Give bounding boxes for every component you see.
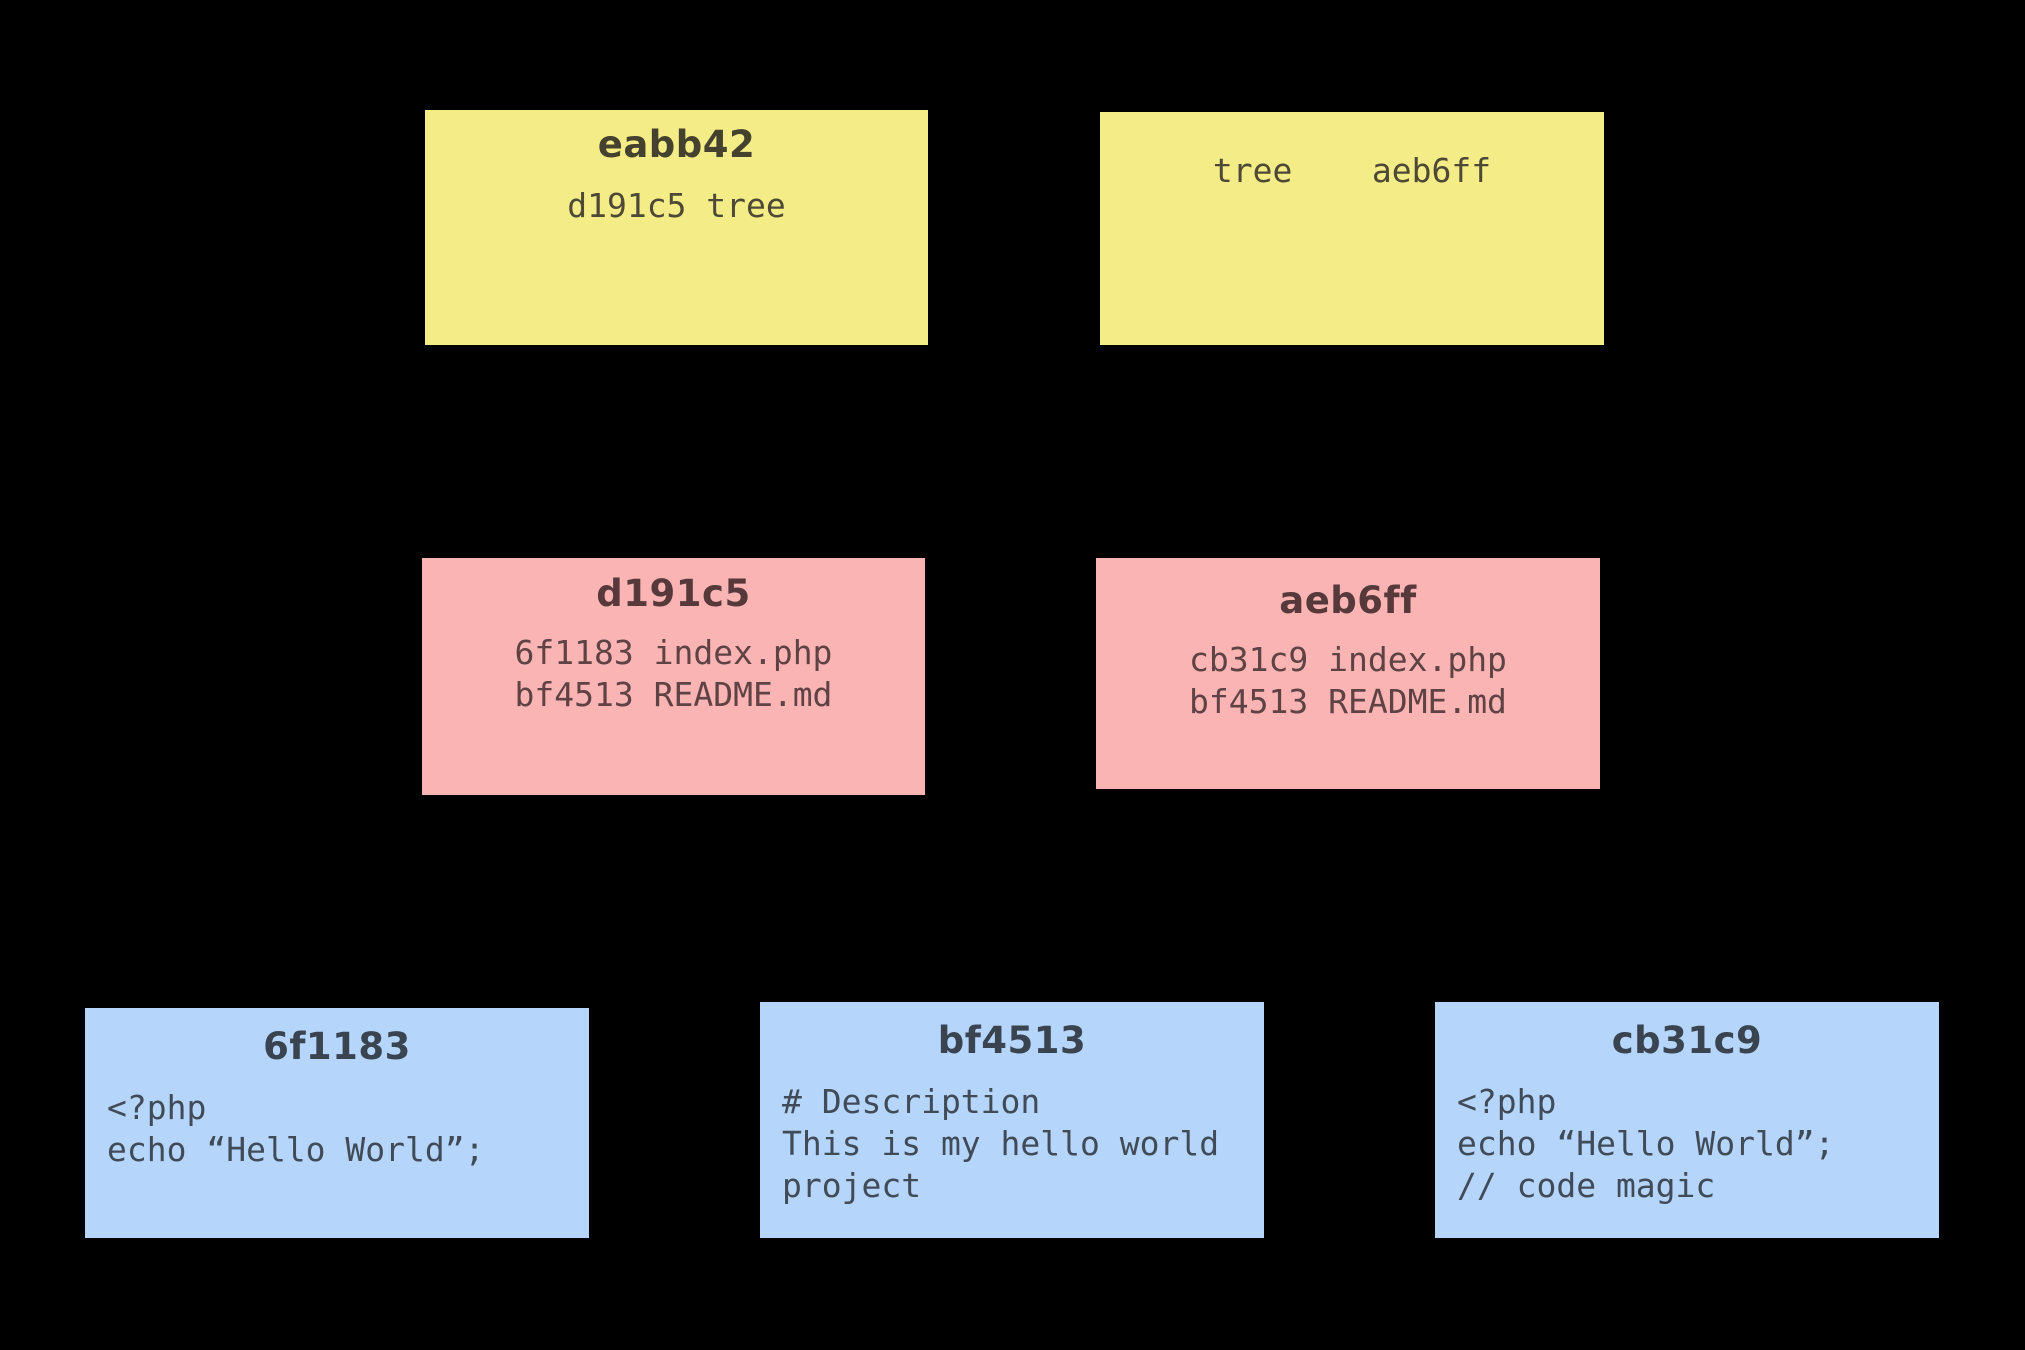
commit-node-eabb42-body: d191c5 tree: [567, 186, 786, 225]
tree-node-d191c5-title: d191c5: [596, 572, 751, 615]
blob-node-bf4513[interactable]: bf4513 # Description This is my hello wo…: [760, 1002, 1264, 1238]
tree-node-aeb6ff-body: cb31c9 index.php bf4513 README.md: [1189, 640, 1507, 721]
blob-node-6f1183-body: <?php echo “Hello World”;: [107, 1088, 485, 1169]
commit-node-eabb42-title: eabb42: [597, 123, 756, 166]
commit-node-eabb42[interactable]: eabb42 d191c5 tree: [425, 110, 928, 345]
tree-node-aeb6ff[interactable]: aeb6ff cb31c9 index.php bf4513 README.md: [1096, 558, 1600, 789]
blob-node-6f1183[interactable]: 6f1183 <?php echo “Hello World”;: [85, 1008, 589, 1238]
commit-node-aeb6ff[interactable]: tree aeb6ff: [1100, 112, 1604, 345]
tree-node-d191c5-body: 6f1183 index.php bf4513 README.md: [514, 633, 833, 714]
blob-node-cb31c9[interactable]: cb31c9 <?php echo “Hello World”; // code…: [1435, 1002, 1939, 1238]
blob-node-bf4513-title: bf4513: [937, 1019, 1087, 1062]
blob-node-cb31c9-title: cb31c9: [1611, 1019, 1763, 1062]
blob-node-6f1183-title: 6f1183: [263, 1025, 411, 1068]
commit-node-aeb6ff-body: tree aeb6ff: [1212, 151, 1492, 190]
tree-node-d191c5[interactable]: d191c5 6f1183 index.php bf4513 README.md: [422, 558, 925, 795]
tree-node-aeb6ff-title: aeb6ff: [1279, 579, 1417, 622]
blob-node-cb31c9-body: <?php echo “Hello World”; // code magic: [1457, 1082, 1835, 1205]
blob-node-bf4513-body: # Description This is my hello world pro…: [782, 1082, 1220, 1205]
